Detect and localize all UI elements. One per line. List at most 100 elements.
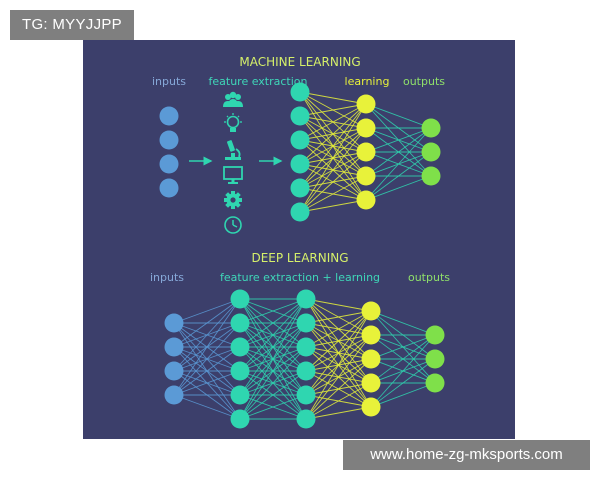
- dl-connection: [370, 358, 436, 408]
- dl-feature-node: [296, 313, 316, 333]
- lightbulb-icon: [224, 113, 242, 132]
- ml-connection: [365, 127, 432, 201]
- dl-connection: [305, 310, 372, 396]
- dl-connection: [239, 298, 307, 372]
- dl-connection: [305, 334, 372, 420]
- neural-network-diagram: MACHINE LEARNING inputs feature extracti…: [150, 55, 450, 429]
- ml-feature-node: [290, 106, 310, 126]
- ml-input-node: [159, 106, 179, 126]
- dl-connection: [370, 334, 436, 360]
- ml-connection: [299, 91, 367, 105]
- ml-learning-node: [356, 190, 376, 210]
- ml-output-node: [421, 166, 441, 186]
- ml-connection: [299, 175, 367, 213]
- dl-learning-node: [361, 373, 381, 393]
- dl-feature-node: [296, 361, 316, 381]
- dl-connection: [305, 382, 372, 420]
- dl-feature-node: [230, 361, 250, 381]
- ml-connection: [299, 103, 367, 165]
- ml-output-node: [421, 118, 441, 138]
- dl-input-node: [164, 361, 184, 381]
- ml-feature-node: [290, 202, 310, 222]
- dl-feature-node: [296, 409, 316, 429]
- dl-connection: [370, 310, 436, 336]
- dl-feature-node: [296, 289, 316, 309]
- dl-feature-node: [230, 313, 250, 333]
- dl-connection: [173, 394, 241, 420]
- dl-connection: [305, 298, 372, 312]
- dl-learning-node: [361, 301, 381, 321]
- ml-connection: [299, 199, 367, 213]
- dl-connection: [239, 394, 307, 420]
- dl-connection: [173, 298, 241, 348]
- dl-feature-node: [296, 385, 316, 405]
- dl-connection: [305, 406, 372, 420]
- ml-learning-node: [356, 142, 376, 162]
- dl-connection: [173, 298, 241, 324]
- ml-connection: [365, 127, 432, 177]
- ml-connection: [299, 151, 367, 213]
- people-icon: [223, 91, 243, 107]
- dl-connection: [239, 370, 307, 420]
- ml-input-node: [159, 130, 179, 150]
- ml-outputs-label: outputs: [403, 75, 445, 88]
- clock-icon: [224, 216, 242, 234]
- microscope-icon: [225, 140, 241, 160]
- ml-title: MACHINE LEARNING: [239, 55, 360, 69]
- ml-connection: [365, 151, 432, 201]
- ml-connection: [299, 103, 367, 189]
- ml-connection: [299, 127, 367, 213]
- ml-feature-node: [290, 178, 310, 198]
- ml-network: [159, 82, 441, 222]
- dl-feature-node: [230, 337, 250, 357]
- ml-inputs-label: inputs: [152, 75, 186, 88]
- ml-connection: [365, 103, 432, 129]
- bottom-right-watermark: www.home-zg-mksports.com: [343, 440, 590, 470]
- ml-feature-node: [290, 154, 310, 174]
- ml-feature-label: feature extraction: [209, 75, 308, 88]
- dl-feature-node: [296, 337, 316, 357]
- dl-output-node: [425, 373, 445, 393]
- ml-learning-label: learning: [345, 75, 390, 88]
- ml-feature-node: [290, 130, 310, 150]
- dl-title: DEEP LEARNING: [251, 251, 348, 265]
- dl-connection: [305, 310, 372, 372]
- dl-connection: [173, 298, 241, 396]
- ml-connection: [365, 175, 432, 201]
- dl-connection: [173, 298, 241, 372]
- dl-inputs-label: inputs: [150, 271, 184, 284]
- dl-connection: [239, 298, 307, 324]
- ml-input-node: [159, 178, 179, 198]
- dl-learning-node: [361, 349, 381, 369]
- dl-connection: [239, 298, 307, 396]
- ml-input-node: [159, 154, 179, 174]
- dl-outputs-label: outputs: [408, 271, 450, 284]
- gear-icon: [224, 191, 242, 209]
- ml-connection: [299, 103, 367, 117]
- dl-connection: [239, 346, 307, 420]
- dl-feature-learning-label: feature extraction + learning: [220, 271, 380, 284]
- ml-learning-node: [356, 94, 376, 114]
- ml-feature-node: [290, 82, 310, 102]
- dl-connection: [173, 322, 241, 396]
- dl-connection: [239, 298, 307, 348]
- top-left-watermark: TG: MYYJJPP: [10, 10, 134, 40]
- dl-feature-node: [230, 385, 250, 405]
- dl-connection: [370, 334, 436, 384]
- ml-connection: [365, 127, 432, 153]
- monitor-icon: [223, 166, 243, 184]
- dl-connection: [173, 346, 241, 396]
- dl-connection: [305, 310, 372, 420]
- dl-output-node: [425, 325, 445, 345]
- ml-learning-node: [356, 118, 376, 138]
- dl-output-node: [425, 349, 445, 369]
- dl-input-node: [164, 313, 184, 333]
- dl-connection: [305, 310, 372, 324]
- dl-input-node: [164, 385, 184, 405]
- dl-connection: [173, 370, 241, 396]
- dl-connection: [370, 334, 436, 408]
- dl-connection: [370, 382, 436, 408]
- dl-connection: [239, 298, 307, 420]
- ml-connection: [299, 103, 367, 213]
- dl-feature-node: [230, 409, 250, 429]
